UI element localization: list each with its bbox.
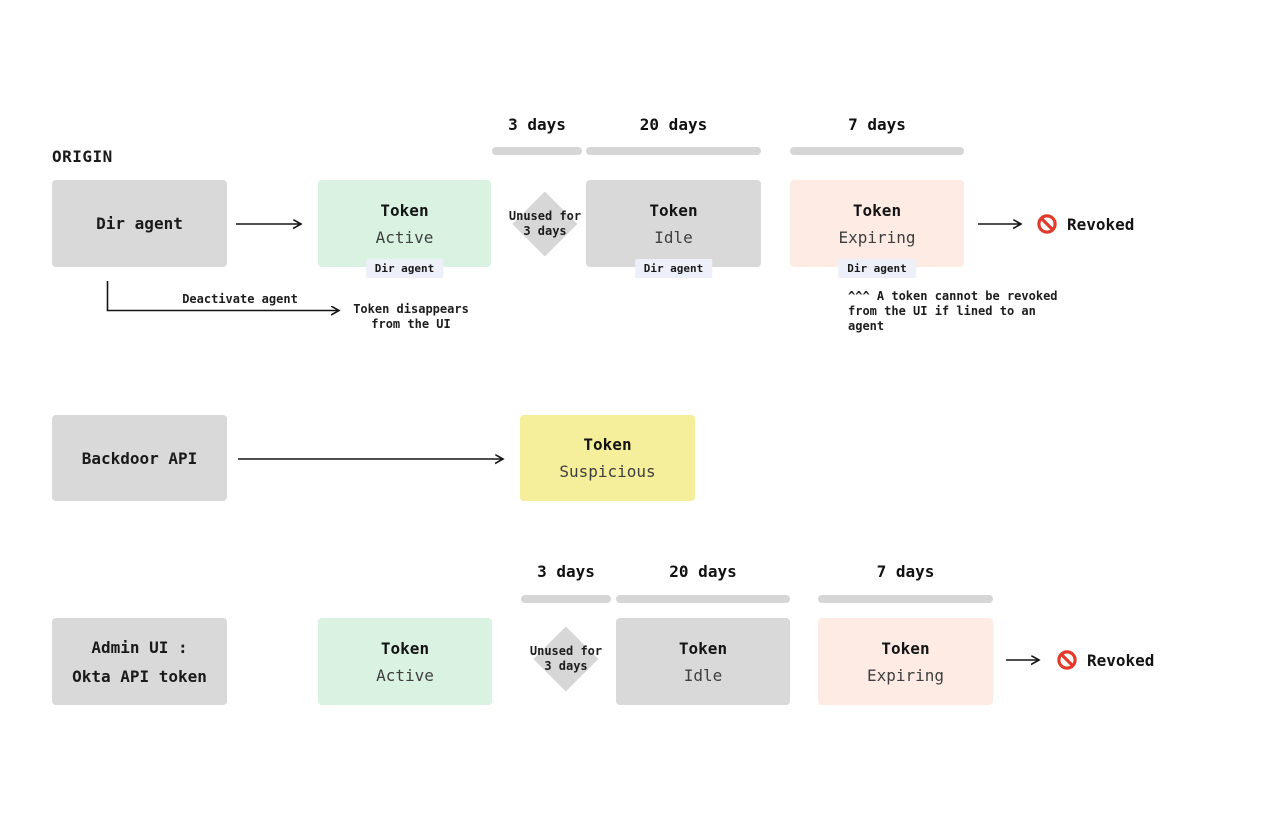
admin-ui-label-line2: Okta API token — [72, 666, 207, 686]
node-token-idle-bottom: Token Idle — [616, 618, 790, 705]
admin-ui-label-line1: Admin UI : — [91, 637, 188, 657]
token-title: Token — [852, 200, 902, 220]
condition-line2: 3 days — [523, 224, 567, 238]
node-token-idle: Token Idle Dir agent — [586, 180, 761, 278]
token-disappears-note: Token disappears from the UI — [352, 302, 470, 332]
token-title: Token — [583, 435, 632, 454]
token-state-idle: Idle — [654, 227, 693, 247]
timeline-bar-20days — [586, 147, 761, 155]
dir-agent-badge: Dir agent — [365, 259, 444, 278]
node-admin-ui-okta-token: Admin UI : Okta API token — [52, 618, 227, 705]
condition-line2: 3 days — [544, 659, 588, 673]
token-state-expiring: Expiring — [838, 227, 916, 247]
note-line3: agent — [848, 319, 885, 333]
token-state-active: Active — [376, 665, 434, 685]
token-title: Token — [678, 638, 728, 658]
timeline-label-7days-bottom: 7 days — [876, 562, 935, 581]
origin-label: ORIGIN — [52, 147, 113, 166]
token-state-active: Active — [375, 227, 434, 247]
token-state-expiring: Expiring — [866, 665, 945, 685]
timeline-label-3days-bottom: 3 days — [537, 562, 595, 581]
node-backdoor-api-label: Backdoor API — [81, 448, 198, 468]
token-disappears-line1: Token disappears — [353, 302, 469, 316]
condition-unused-3days: Unused for 3 days — [508, 191, 582, 257]
timeline-label-20days-bottom: 20 days — [669, 562, 737, 581]
revoked-label: Revoked — [1067, 214, 1135, 234]
condition-unused-3days-bottom: Unused for 3 days — [529, 626, 603, 692]
token-title: Token — [380, 200, 429, 220]
node-token-suspicious: Token Suspicious — [520, 415, 695, 501]
node-token-expiring-bottom: Token Expiring — [818, 618, 993, 705]
condition-line1: Unused for — [529, 644, 603, 658]
token-title: Token — [380, 638, 430, 658]
no-entry-icon — [1037, 214, 1057, 234]
revoked-label: Revoked — [1087, 650, 1155, 670]
revoked-status: Revoked — [1037, 214, 1134, 234]
token-disappears-line2: from the UI — [371, 317, 451, 331]
node-dir-agent: Dir agent — [52, 180, 227, 267]
timeline-label-20days: 20 days — [639, 115, 708, 134]
timeline-bar-7days — [790, 147, 964, 155]
token-state-idle: Idle — [683, 665, 723, 685]
revoked-status-bottom: Revoked — [1057, 650, 1154, 670]
dir-agent-badge: Dir agent — [634, 259, 713, 278]
deactivate-agent-label: Deactivate agent — [182, 292, 298, 306]
timeline-bar-20days-bottom — [616, 595, 790, 603]
condition-line1: Unused for — [508, 209, 582, 223]
note-line1: ^^^ A token cannot be revoked — [848, 289, 1058, 303]
note-line2: from the UI if lined to an — [848, 304, 1036, 318]
node-dir-agent-label: Dir agent — [96, 214, 183, 233]
node-token-active: Token Active Dir agent — [318, 180, 491, 278]
timeline-label-3days: 3 days — [508, 115, 566, 134]
revoke-restriction-note: ^^^ A token cannot be revoked from the U… — [848, 289, 1058, 334]
no-entry-icon — [1057, 650, 1077, 670]
token-title: Token — [881, 638, 930, 658]
token-title: Token — [649, 200, 698, 220]
timeline-bar-7days-bottom — [818, 595, 993, 603]
timeline-bar-3days — [492, 147, 582, 155]
node-token-expiring: Token Expiring Dir agent — [790, 180, 964, 278]
token-state-suspicious: Suspicious — [559, 462, 656, 481]
timeline-bar-3days-bottom — [521, 595, 611, 603]
timeline-label-7days: 7 days — [848, 115, 906, 134]
node-backdoor-api: Backdoor API — [52, 415, 227, 501]
node-token-active-bottom: Token Active — [318, 618, 492, 705]
dir-agent-badge: Dir agent — [838, 259, 916, 278]
